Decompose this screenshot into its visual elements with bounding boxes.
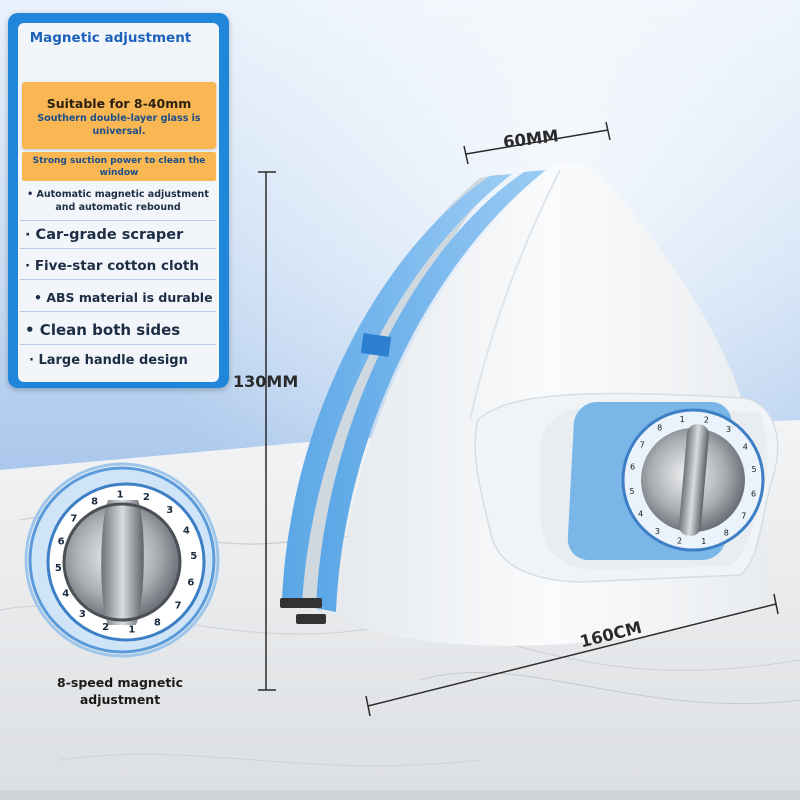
suction-text: Strong suction power to clean the window (32, 156, 206, 178)
dial-caption: 8-speed magnetic adjustment (40, 674, 200, 708)
product-dial-number: 5 (752, 465, 757, 474)
feature-scraper: · Car-grade scraper (20, 221, 216, 249)
product-dial-number: 7 (741, 512, 746, 521)
zoom-dial-number: 1 (128, 625, 135, 636)
product-dial-number: 4 (743, 443, 748, 452)
width-dim-line (465, 129, 609, 155)
product-dial-number: 4 (638, 509, 643, 518)
blue-strip-front (316, 170, 546, 612)
product-dial-number: 3 (655, 527, 660, 536)
feature-clean-both-sides: • Clean both sides (20, 315, 216, 345)
zoom-dial-number: 8 (154, 617, 161, 628)
zoom-dial-number: 1 (117, 489, 124, 500)
product-dial-number: 2 (677, 537, 682, 546)
feature-large-handle: · Large handle design (29, 353, 188, 368)
length-dim-line (367, 603, 777, 707)
product-dial-number: 3 (726, 425, 731, 434)
zoom-dial-number: 6 (58, 537, 65, 548)
zoom-dial-number: 3 (79, 609, 86, 620)
zoom-dial-number: 8 (91, 497, 98, 508)
feature-abs-material: • ABS material is durable (20, 284, 216, 312)
zoom-dial-number: 6 (187, 577, 194, 588)
features-panel (8, 13, 229, 388)
glass-range-box: Suitable for 8-40mm Southern double-laye… (22, 82, 216, 149)
product-dial-number: 8 (724, 528, 729, 537)
height-dimension-label: 130MM (233, 372, 299, 391)
product-dial-number: 7 (640, 440, 645, 449)
product-dial-number: 1 (680, 415, 685, 424)
zoom-dial (30, 468, 214, 652)
zoom-dial-number: 4 (183, 526, 190, 537)
feature-auto-magnetic: • Automatic magnetic adjustment and auto… (20, 188, 216, 221)
zoom-dial-number: 4 (62, 588, 69, 599)
panel-title: Magnetic adjustment (29, 30, 192, 46)
zoom-dial-number: 3 (166, 505, 173, 516)
zoom-dial-number: 5 (55, 563, 62, 574)
feature-cotton-cloth: · Five-star cotton cloth (20, 252, 216, 280)
product-dial-number: 5 (629, 487, 634, 496)
product-dial-number: 1 (701, 537, 706, 546)
dial-caption-line1: 8-speed magnetic (57, 675, 183, 690)
zoom-dial-number: 2 (143, 492, 150, 503)
zoom-dial-number: 7 (175, 601, 182, 612)
blue-strip-back (282, 174, 512, 605)
suction-bar: Strong suction power to clean the window (22, 152, 216, 181)
glass-range-main: Suitable for 8-40mm (46, 96, 192, 111)
zoom-dial-number: 7 (70, 513, 77, 524)
blue-strip-clip (360, 333, 392, 357)
zoom-dial-number: 2 (102, 622, 109, 633)
glass-range-sub: Southern double-layer glass is universal… (37, 113, 201, 137)
product-dial-number: 8 (657, 424, 662, 433)
dial-caption-line2: adjustment (79, 692, 161, 707)
product-dial-number: 2 (704, 416, 709, 425)
zoom-dial-number: 5 (190, 551, 197, 562)
product-dial-number: 6 (630, 463, 635, 472)
product-dial-number: 6 (751, 489, 756, 498)
